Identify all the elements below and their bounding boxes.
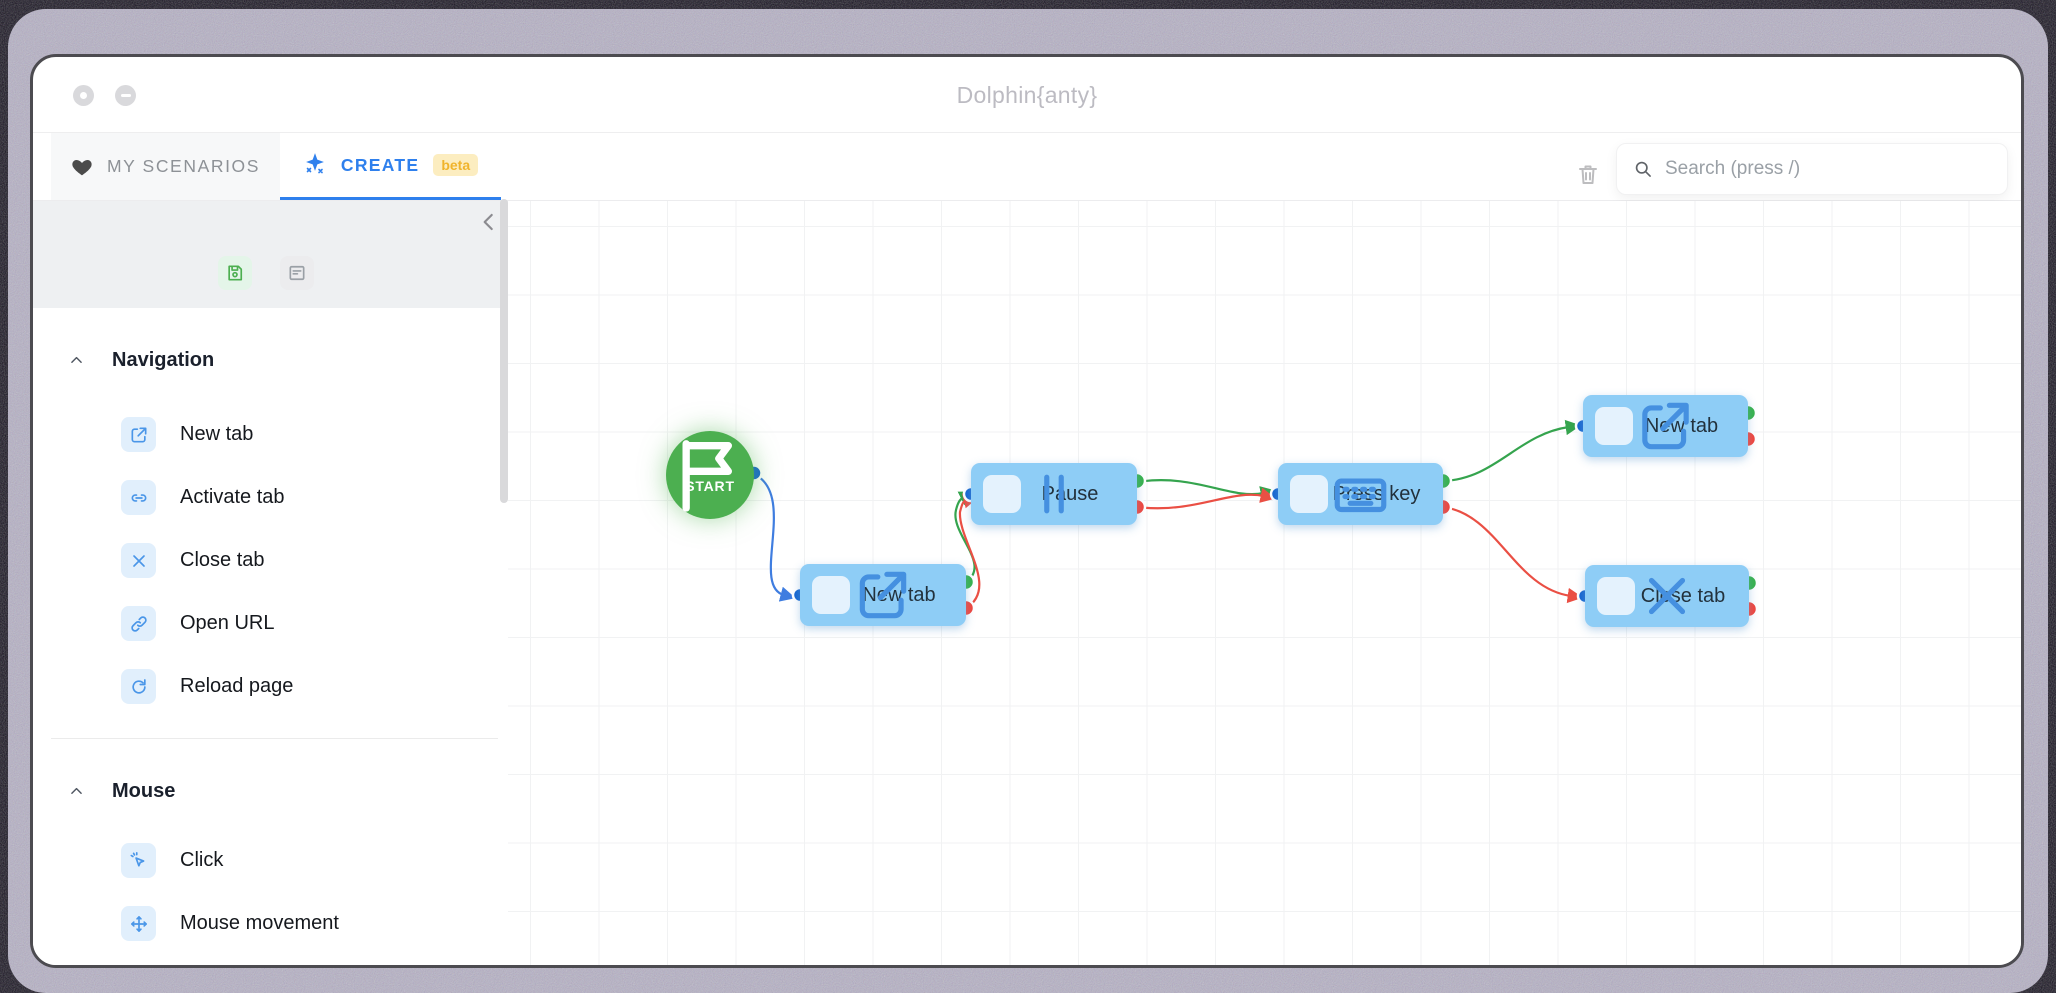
- sidebar-item-open-url[interactable]: Open URL: [33, 606, 508, 641]
- sidebar-toolbar: [33, 201, 508, 308]
- close-tab-icon: [121, 543, 156, 578]
- chevron-up-icon: [68, 352, 85, 369]
- sidebar-item-label: Mouse movement: [180, 912, 339, 934]
- flow-canvas[interactable]: [508, 201, 2021, 965]
- section-header-mouse[interactable]: Mouse: [33, 779, 508, 803]
- heart-icon: [71, 156, 93, 178]
- tab-create[interactable]: CREATE beta: [280, 133, 501, 200]
- open-url-icon: [121, 606, 156, 641]
- sidebar-item-activate-tab[interactable]: Activate tab: [33, 480, 508, 515]
- sidebar-item-close-tab[interactable]: Close tab: [33, 543, 508, 578]
- sidebar-item-click[interactable]: Click: [33, 843, 508, 878]
- new-tab-icon: [121, 417, 156, 452]
- tab-my-scenarios-label: MY SCENARIOS: [106, 156, 261, 176]
- sidebar-item-reload-page[interactable]: Reload page: [33, 669, 508, 704]
- trash-icon[interactable]: [1576, 161, 1600, 187]
- section-header-navigation[interactable]: Navigation: [33, 348, 508, 372]
- activate-tab-icon: [121, 480, 156, 515]
- click-icon: [121, 843, 156, 878]
- sidebar-item-label: Click: [180, 849, 224, 871]
- sidebar-item-label: Close tab: [180, 549, 265, 571]
- beta-badge: beta: [433, 154, 479, 176]
- section-divider: [51, 738, 498, 739]
- search-input[interactable]: [1665, 158, 1991, 180]
- sidebar-item-new-tab[interactable]: New tab: [33, 417, 508, 452]
- form-icon: [287, 263, 307, 283]
- collapse-sidebar-button[interactable]: [476, 209, 502, 235]
- sidebar-item-label: New tab: [180, 423, 254, 445]
- chevron-up-icon: [68, 783, 85, 800]
- search-box[interactable]: [1616, 143, 2008, 195]
- scenario-settings-button[interactable]: [280, 256, 314, 290]
- reload-page-icon: [121, 669, 156, 704]
- titlebar: Dolphin{anty}: [33, 57, 2021, 133]
- section-label: Mouse: [112, 779, 176, 802]
- section-label: Navigation: [112, 348, 215, 371]
- save-icon: [225, 263, 245, 283]
- window-title: Dolphin{anty}: [956, 82, 1098, 108]
- sidebar-scrollbar[interactable]: [500, 199, 508, 503]
- tab-my-scenarios[interactable]: MY SCENARIOS: [51, 133, 280, 200]
- tab-bar: MY SCENARIOS CREATE beta: [33, 133, 2021, 201]
- sparkles-icon: [303, 153, 327, 177]
- search-icon: [1633, 159, 1653, 179]
- sidebar-item-label: Activate tab: [180, 486, 285, 508]
- save-scenario-button[interactable]: [218, 256, 252, 290]
- app-window: Dolphin{anty} MY SCENARIOS CREATE beta: [30, 54, 2024, 968]
- tab-create-label: CREATE: [340, 154, 420, 175]
- sidebar-item-mouse-movement[interactable]: Mouse movement: [33, 906, 508, 941]
- sidebar-item-label: Open URL: [180, 612, 275, 634]
- sidebar-item-label: Reload page: [180, 675, 294, 697]
- mouse-movement-icon: [121, 906, 156, 941]
